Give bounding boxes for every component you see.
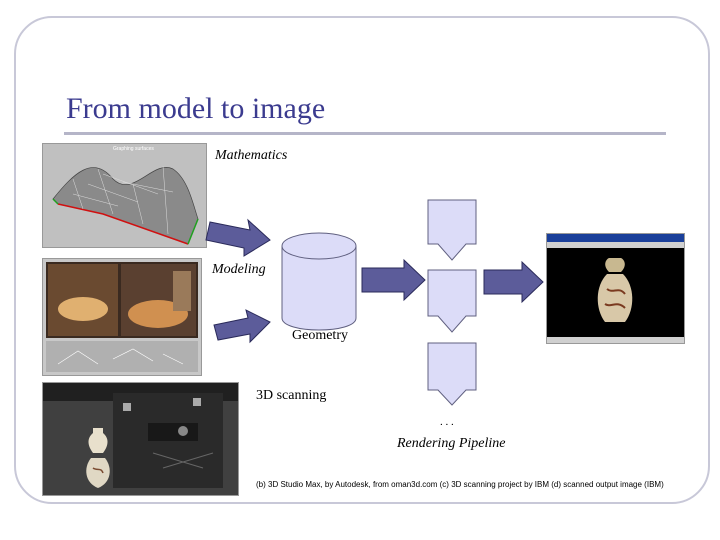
label-3d-scanning-text: 3D scanning — [256, 388, 326, 403]
title-underline — [64, 132, 666, 135]
math-surface-image: Graphing surfaces — [42, 143, 207, 248]
label-3d-scanning: 3D scanning — [256, 388, 326, 404]
label-rendering-pipeline: Rendering Pipeline — [397, 436, 505, 452]
slide-title: From model to image — [66, 92, 325, 126]
label-mathematics: Mathematics — [215, 148, 287, 164]
3d-scanning-image — [42, 382, 239, 496]
scanned-output-image — [546, 233, 685, 344]
image-caption: (b) 3D Studio Max, by Autodesk, from oma… — [256, 480, 664, 489]
3d-studio-max-image — [42, 258, 202, 376]
label-ellipsis: . . . — [440, 416, 454, 428]
label-geometry: Geometry — [292, 328, 348, 344]
label-modeling: Modeling — [212, 262, 266, 278]
math-image-label: Graphing surfaces — [113, 146, 154, 152]
